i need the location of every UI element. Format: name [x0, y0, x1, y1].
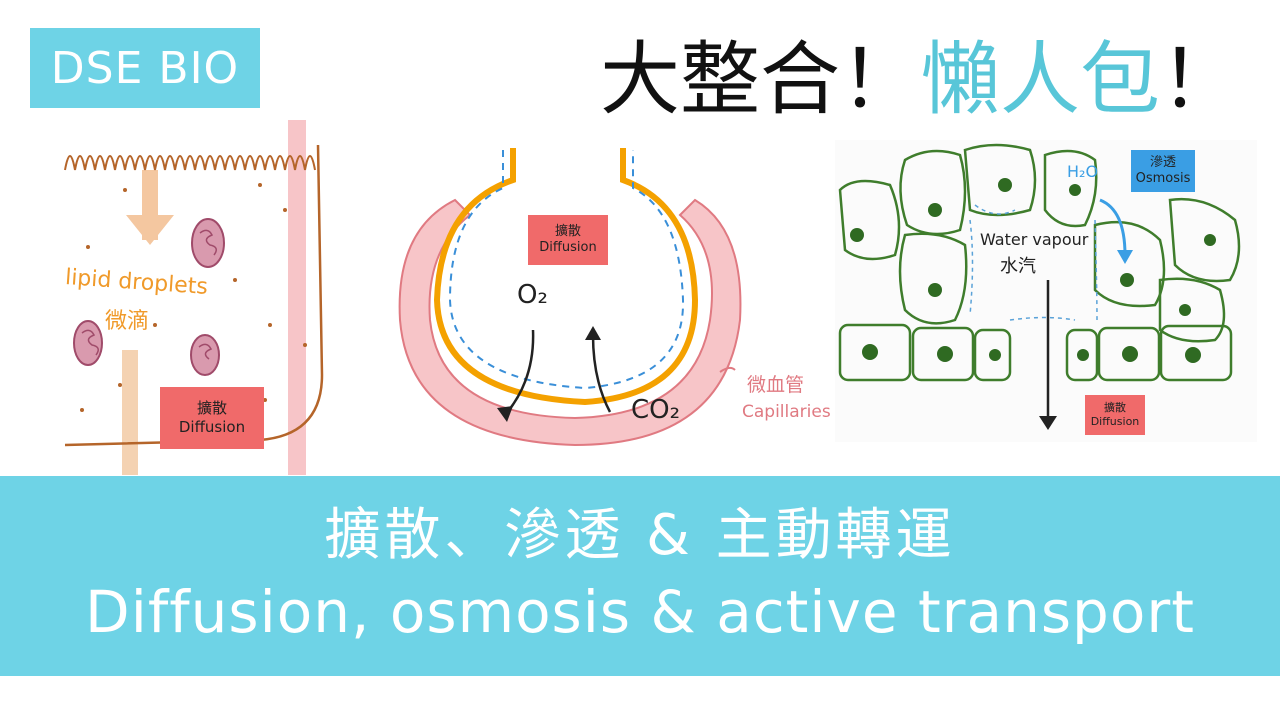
down-arrow-icon — [126, 215, 174, 245]
mitochondrion-crista — [81, 329, 99, 356]
middle-diffusion-zh: 擴散 — [554, 223, 581, 239]
blood-vessel — [288, 120, 306, 475]
o2-arrow — [504, 329, 535, 416]
osmosis-arrow-head-icon — [1117, 250, 1133, 264]
title-chinese: 擴散、滲透 & 主動轉運 — [324, 503, 956, 568]
osmosis-label: 滲透 Osmosis — [1131, 150, 1195, 192]
middle-diffusion-en: Diffusion — [539, 240, 597, 255]
cell-membrane — [64, 144, 324, 447]
left-diffusion-en: Diffusion — [178, 418, 246, 436]
water-vapour-label: Water vapour — [980, 230, 1089, 249]
headline-accent: 懶人包 — [920, 33, 1160, 126]
panel-right-illustration: H₂O 滲透 Osmosis Water vapour 水汽 擴散 Diffus… — [835, 140, 1257, 442]
leaf-cells-drawing — [838, 143, 1241, 430]
left-diffusion-label: 擴散 Diffusion — [160, 387, 264, 449]
lipid-droplets-zh-label: 微滴 — [105, 309, 150, 334]
headline-part2: ！ — [1160, 33, 1240, 126]
capillaries-zh-label: 微血管 — [747, 374, 805, 396]
h2o-label: H₂O — [1067, 162, 1099, 181]
headline: 大整合！ 懶人包 ！ — [600, 18, 1240, 128]
water-vapour-zh-label: 水汽 — [1000, 256, 1036, 277]
alveolar-membrane — [433, 148, 699, 406]
headline-part1: 大整合！ — [600, 33, 920, 126]
airspace-boundary — [969, 204, 1098, 321]
left-diffusion-zh: 擴散 — [196, 399, 227, 418]
right-diffusion-en: Diffusion — [1090, 415, 1140, 428]
co2-label: CO₂ — [631, 395, 681, 425]
cell-outlines — [838, 143, 1241, 382]
mitochondrion-crista — [199, 229, 217, 256]
dse-bio-badge: DSE BIO — [30, 28, 260, 108]
badge-text: DSE BIO — [50, 42, 240, 94]
moisture-layer — [448, 150, 685, 390]
osmosis-zh: 滲透 — [1149, 154, 1176, 170]
microvilli-line — [64, 155, 316, 171]
lipid-dots — [80, 183, 307, 412]
osmosis-arrow — [1099, 198, 1127, 256]
right-diffusion-zh: 擴散 — [1104, 401, 1126, 415]
panel-left-illustration: lipid droplets 微滴 擴散 Diffusion — [60, 115, 350, 475]
middle-diffusion-label: 擴散 Diffusion — [528, 215, 608, 265]
o2-arrow-head-icon — [497, 406, 513, 422]
panel-middle-illustration: 擴散 Diffusion O₂ CO₂ 微血管 Capillaries — [395, 140, 840, 470]
lower-stripe — [122, 350, 138, 475]
co2-arrow — [591, 334, 612, 413]
title-english: Diffusion, osmosis & active transport — [85, 578, 1195, 646]
alveolus-drawing — [398, 148, 742, 447]
o2-label: O₂ — [517, 280, 548, 310]
mitochondrion-crista — [198, 343, 213, 360]
capillary-wall — [398, 198, 742, 447]
right-diffusion-label: 擴散 Diffusion — [1085, 395, 1145, 435]
osmosis-en: Osmosis — [1135, 171, 1191, 186]
vapour-arrow-head-icon — [1039, 416, 1057, 430]
mitochondrion-icon — [73, 320, 103, 366]
chloroplasts — [850, 178, 1216, 363]
lipid-diffusion-drawing — [64, 120, 324, 475]
capillary-pointer — [719, 366, 736, 373]
title-band: 擴散、滲透 & 主動轉運 Diffusion, osmosis & active… — [0, 476, 1280, 676]
co2-arrow-head-icon — [585, 326, 601, 340]
capillaries-en-label: Capillaries — [742, 402, 831, 422]
